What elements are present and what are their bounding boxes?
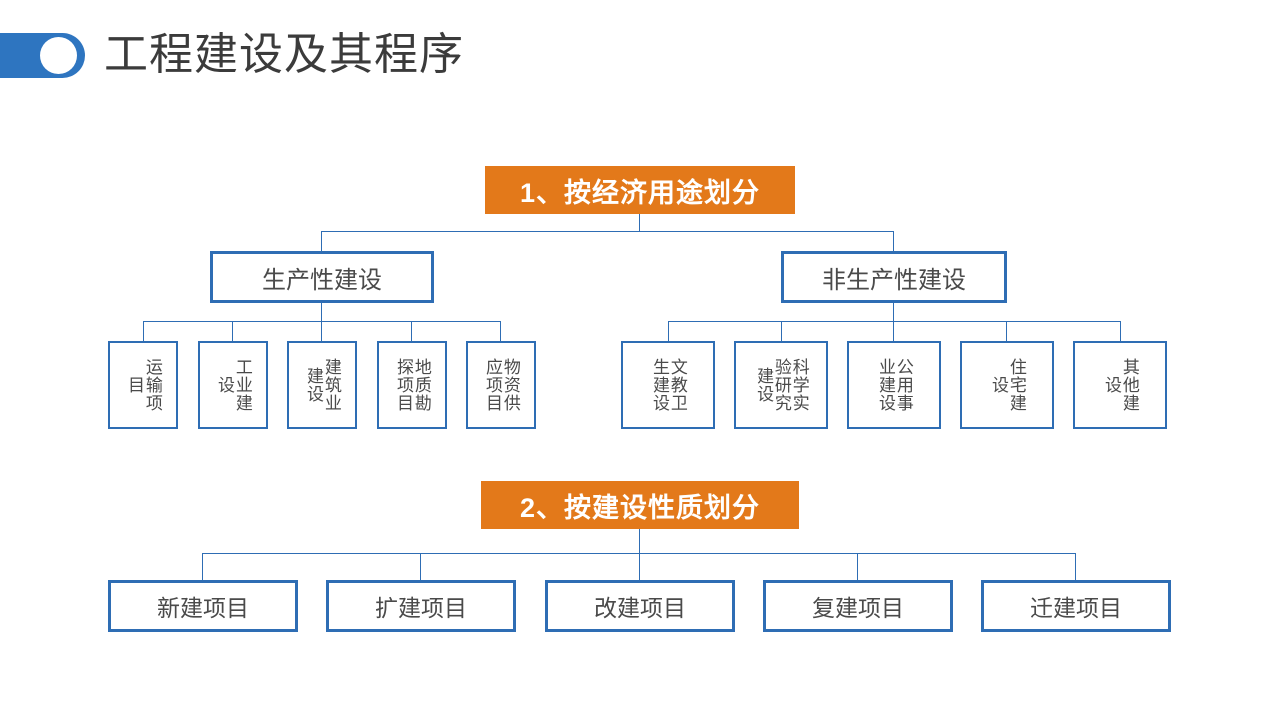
connector-right-trunk — [893, 303, 894, 321]
connector-right-drop-2 — [893, 321, 894, 341]
leaf-box-scientific-research[interactable]: 科学实验研究建设 — [734, 341, 828, 429]
connector-left-drop-3 — [411, 321, 412, 341]
connector-right-drop-3 — [1006, 321, 1007, 341]
bottom-box-restoration-project[interactable]: 复建项目 — [763, 580, 953, 632]
connector-s2-drop-2 — [639, 553, 640, 580]
leaf-label: 物资供应项目 — [483, 358, 520, 412]
leaf-box-industrial[interactable]: 工业建设 — [198, 341, 268, 429]
leaf-label: 科学实验研究建设 — [754, 358, 809, 412]
connector-s1-trunk — [639, 214, 640, 231]
bottom-box-expansion-project[interactable]: 扩建项目 — [326, 580, 516, 632]
leaf-box-construction-industry[interactable]: 建筑业建设 — [287, 341, 357, 429]
leaf-label: 地质勘探项目 — [394, 358, 431, 412]
connector-left-drop-0 — [143, 321, 144, 341]
connector-s2-bar — [202, 553, 1075, 554]
connector-left-drop-4 — [500, 321, 501, 341]
connector-s1-bar — [321, 231, 894, 232]
leaf-label: 其他建设 — [1102, 358, 1139, 412]
branch-box-productive[interactable]: 生产性建设 — [210, 251, 434, 303]
badge-dot — [40, 37, 77, 74]
bottom-box-new-project[interactable]: 新建项目 — [108, 580, 298, 632]
leaf-box-other[interactable]: 其他建设 — [1073, 341, 1167, 429]
connector-s2-drop-1 — [420, 553, 421, 580]
page-title: 工程建设及其程序 — [104, 30, 464, 79]
connector-s1-drop-right — [893, 231, 894, 251]
branch-box-nonproductive[interactable]: 非生产性建设 — [781, 251, 1007, 303]
page-header: 工程建设及其程序 — [0, 0, 1280, 110]
bottom-box-relocation-project[interactable]: 迁建项目 — [981, 580, 1171, 632]
leaf-box-public-utilities[interactable]: 公用事业建设 — [847, 341, 941, 429]
leaf-label: 公用事业建设 — [876, 358, 913, 412]
connector-left-drop-2 — [321, 321, 322, 341]
leaf-box-transport[interactable]: 运输项目 — [108, 341, 178, 429]
connector-s2-trunk — [639, 529, 640, 553]
connector-right-bar — [668, 321, 1120, 322]
connector-left-trunk — [321, 303, 322, 321]
leaf-box-material-supply[interactable]: 物资供应项目 — [466, 341, 536, 429]
connector-right-drop-4 — [1120, 321, 1121, 341]
section1-heading[interactable]: 1、按经济用途划分 — [485, 166, 795, 214]
connector-right-drop-0 — [668, 321, 669, 341]
leaf-label: 住宅建设 — [989, 358, 1026, 412]
bottom-box-renovation-project[interactable]: 改建项目 — [545, 580, 735, 632]
connector-left-drop-1 — [232, 321, 233, 341]
leaf-box-geological-survey[interactable]: 地质勘探项目 — [377, 341, 447, 429]
leaf-label: 工业建设 — [215, 358, 252, 412]
leaf-label: 文教卫生建设 — [650, 358, 687, 412]
connector-s2-drop-0 — [202, 553, 203, 580]
connector-s2-drop-3 — [857, 553, 858, 580]
leaf-box-residential[interactable]: 住宅建设 — [960, 341, 1054, 429]
leaf-box-culture-education-health[interactable]: 文教卫生建设 — [621, 341, 715, 429]
connector-s1-drop-left — [321, 231, 322, 251]
leaf-label: 运输项目 — [125, 358, 162, 412]
connector-s2-drop-4 — [1075, 553, 1076, 580]
connector-right-drop-1 — [781, 321, 782, 341]
section2-heading[interactable]: 2、按建设性质划分 — [481, 481, 799, 529]
circle-badge-icon — [0, 33, 85, 78]
leaf-label: 建筑业建设 — [304, 358, 341, 412]
